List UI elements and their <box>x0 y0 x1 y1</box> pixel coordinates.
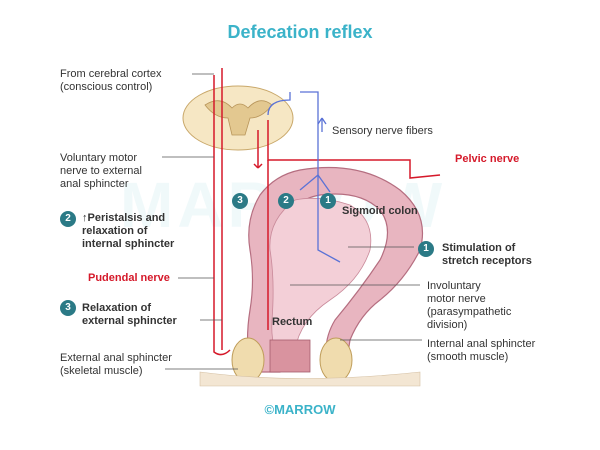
pudendal-nerve-label: Pudendal nerve <box>88 272 170 284</box>
step-badge-2-diagram: 2 <box>278 193 294 209</box>
relaxation-label: Relaxation of external sphincter <box>82 302 177 327</box>
step-badge-3-diagram: 3 <box>232 193 248 209</box>
sensory-fibers-label: Sensory nerve fibers <box>332 125 433 137</box>
step-badge-2-peristalsis: 2 <box>60 211 76 227</box>
leader-lines <box>162 73 422 370</box>
cortex-label: From cerebral cortex (conscious control) <box>60 68 162 93</box>
sigmoid-colon-label: Sigmoid colon <box>342 205 418 217</box>
spinal-cord <box>182 85 294 151</box>
pelvic-nerve-label: Pelvic nerve <box>455 153 520 165</box>
internal-sphincter-label: Internal anal sphincter (smooth muscle) <box>427 338 536 363</box>
marrow-logo: ©MARROW <box>264 402 336 417</box>
involuntary-nerve-label: Involuntary motor nerve (parasympathetic… <box>427 280 512 331</box>
rectum-label: Rectum <box>272 316 313 328</box>
sensory-nerves <box>267 91 341 263</box>
external-sphincter-label: External anal sphincter (skeletal muscle… <box>60 352 172 377</box>
voluntary-nerve-label: Voluntary motor nerve to external anal s… <box>60 152 142 190</box>
step-badge-1-diagram: 1 <box>320 193 336 209</box>
colon-tissue <box>199 166 424 387</box>
stretch-receptors-label: Stimulation of stretch receptors <box>442 242 532 267</box>
diagram-title: Defecation reflex <box>227 22 373 42</box>
motor-nerves <box>213 68 441 356</box>
step-badge-1-stretch: 1 <box>418 241 434 257</box>
step-badge-3-relaxation: 3 <box>60 300 76 316</box>
peristalsis-label: ↑Peristalsis and relaxation of internal … <box>82 212 175 250</box>
